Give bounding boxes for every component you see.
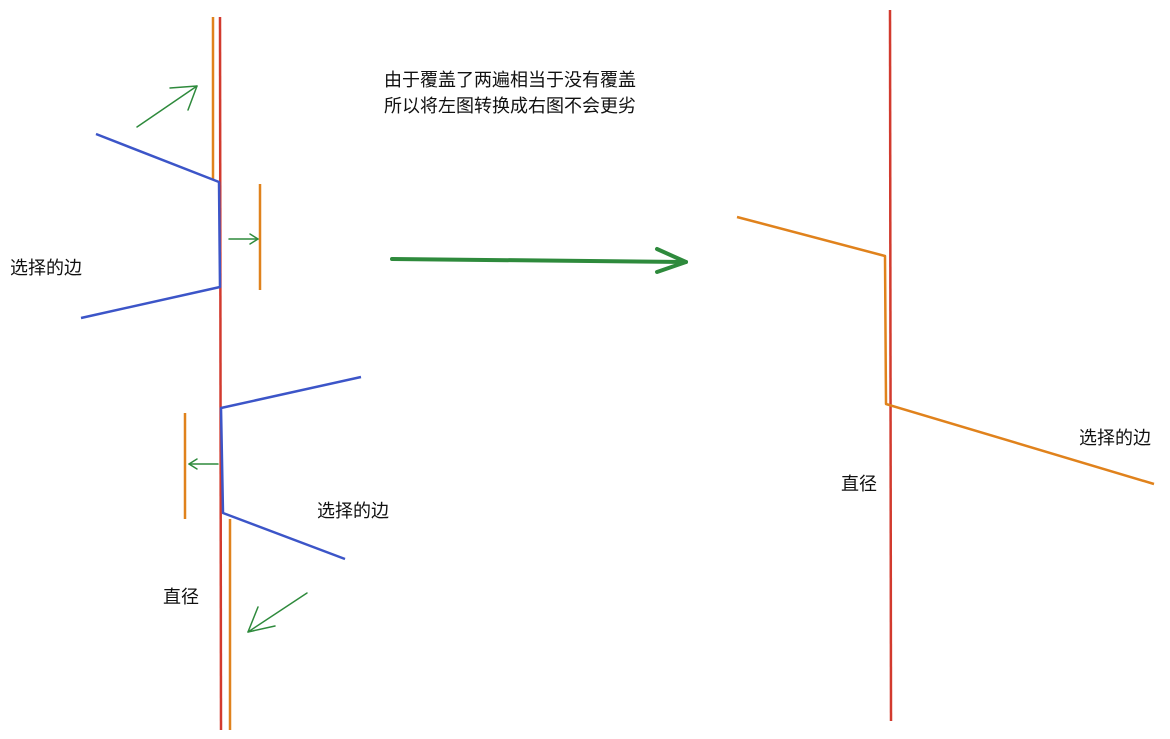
right-figure: 直径 选择的边: [736, 9, 1155, 722]
left-figure: 选择的边 选择的边 直径: [10, 16, 389, 731]
selected-edge-path-upper: [80, 132, 222, 320]
arrow-right-icon: [228, 233, 259, 245]
note-line-2: 所以将左图转换成右图不会更劣: [384, 96, 636, 117]
label-selected-edge-right: 选择的边: [1079, 428, 1151, 449]
label-selected-edge-left-top: 选择的边: [10, 258, 82, 279]
label-selected-edge-left-bottom: 选择的边: [317, 501, 389, 522]
arrow-up-right-icon: [136, 85, 198, 128]
selected-edge-path-right: [736, 215, 1155, 486]
selected-edge-path-lower: [219, 375, 362, 561]
transform-arrow-icon: [390, 247, 688, 274]
note-line-1: 由于覆盖了两遍相当于没有覆盖: [384, 70, 636, 91]
label-diameter-left: 直径: [163, 587, 199, 608]
diameter-line-right: [888, 9, 893, 722]
diameter-line-left: [218, 16, 223, 731]
arrow-down-left-icon: [247, 592, 308, 633]
arrow-left-icon: [188, 458, 219, 470]
label-diameter-right: 直径: [841, 474, 877, 495]
